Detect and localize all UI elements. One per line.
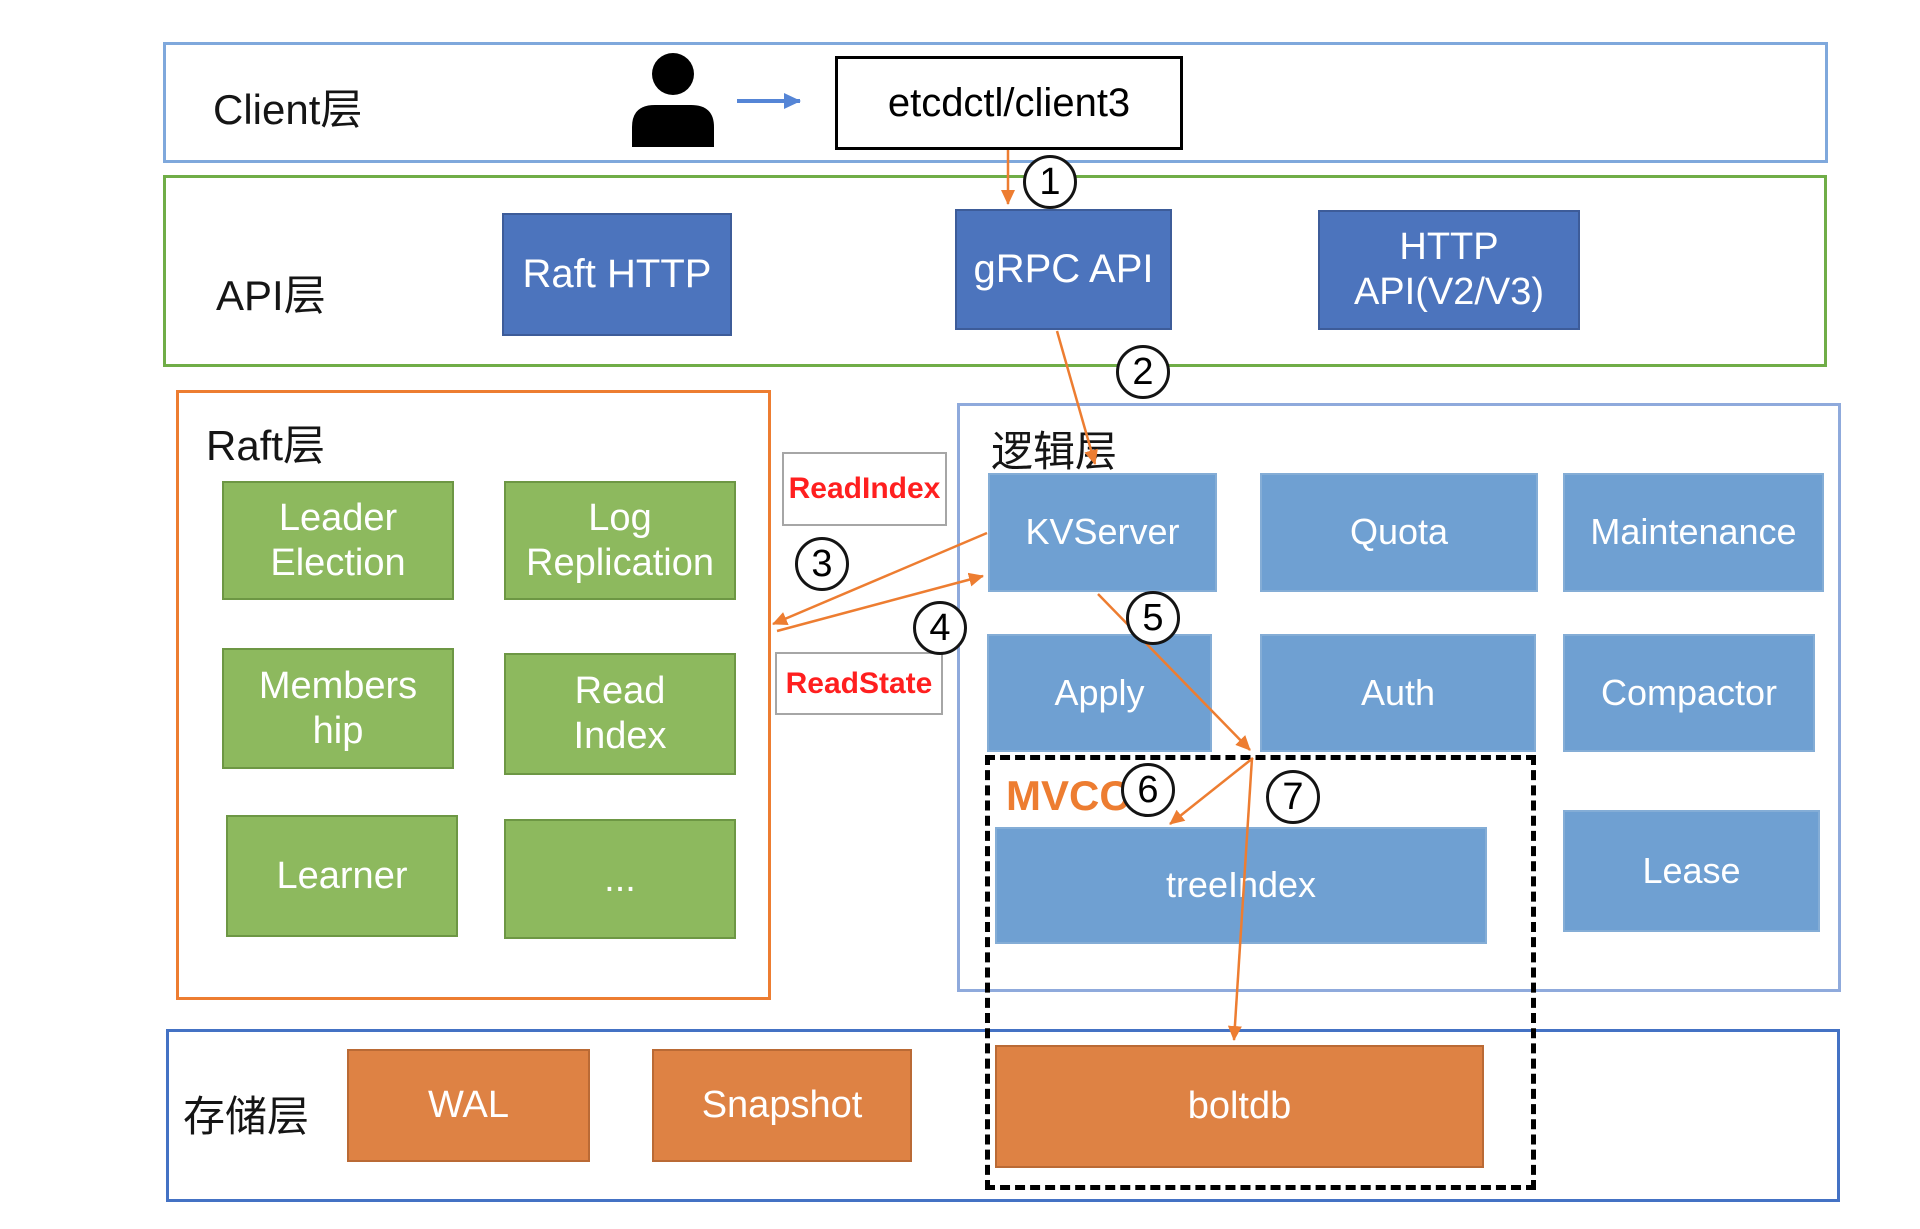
http-api-label-line2: API(V2/V3) [1353, 271, 1545, 313]
readstate-tag: ReadState [775, 652, 943, 715]
maintenance-box: Maintenance [1563, 473, 1824, 592]
compactor-box: Compactor [1563, 634, 1815, 752]
wal-box: WAL [347, 1049, 590, 1162]
leader-election-line2: Election [270, 541, 406, 584]
boltdb-label: boltdb [1187, 1085, 1292, 1128]
raft-layer-title: Raft层 [206, 422, 326, 469]
lease-label: Lease [1642, 849, 1741, 891]
log-replication-line2: Replication [526, 541, 714, 584]
kvserver-label: KVServer [1025, 511, 1180, 553]
step-circle-4: 4 [913, 601, 967, 655]
log-replication-box: Log Replication [504, 481, 736, 600]
step-circle-6: 6 [1121, 763, 1175, 817]
compactor-label: Compactor [1600, 671, 1778, 713]
log-replication-line1: Log [588, 496, 652, 539]
learner-label: Learner [276, 854, 408, 897]
http-api-box: HTTP API(V2/V3) [1318, 210, 1580, 330]
client-layer-title: Client层 [213, 86, 363, 133]
auth-label: Auth [1360, 671, 1436, 713]
api-layer-title: API层 [216, 272, 326, 319]
http-api-label-line1: HTTP [1399, 226, 1499, 269]
ellipsis-box: ... [504, 819, 736, 939]
membership-line1: Members [258, 664, 418, 707]
step-circle-1: 1 [1023, 155, 1077, 209]
step-circle-7: 7 [1266, 770, 1320, 824]
ellipsis-label: ... [604, 857, 636, 900]
apply-box: Apply [987, 634, 1212, 752]
maintenance-label: Maintenance [1590, 511, 1797, 553]
mvcc-title: MVCC [1006, 772, 1130, 819]
storage-layer-title: 存储层 [183, 1093, 310, 1140]
grpc-api-label: gRPC API [973, 246, 1154, 291]
membership-box: Members hip [222, 648, 454, 769]
grpc-api-box: gRPC API [955, 209, 1172, 330]
read-index-line1: Read [574, 670, 666, 713]
step-circle-5: 5 [1126, 591, 1180, 645]
read-index-line2: Index [573, 715, 667, 757]
step-circle-3: 3 [795, 537, 849, 591]
kvserver-box: KVServer [988, 473, 1217, 592]
raft-http-box: Raft HTTP [502, 213, 732, 336]
etcdctl-client3-box: etcdctl/client3 [835, 56, 1183, 150]
snapshot-box: Snapshot [652, 1049, 912, 1162]
snapshot-label: Snapshot [701, 1084, 863, 1127]
apply-label: Apply [1054, 671, 1145, 713]
lease-box: Lease [1563, 810, 1820, 932]
quota-box: Quota [1260, 473, 1538, 592]
quota-label: Quota [1349, 511, 1449, 553]
raft-http-label: Raft HTTP [522, 251, 712, 296]
membership-line2: hip [312, 709, 364, 752]
step-circle-2: 2 [1116, 345, 1170, 399]
mvcc-dashed-box [985, 755, 1536, 1190]
readindex-tag: ReadIndex [782, 452, 947, 526]
auth-box: Auth [1260, 634, 1536, 752]
learner-box: Learner [226, 815, 458, 937]
wal-label: WAL [428, 1084, 509, 1127]
leader-election-line1: Leader [278, 496, 398, 539]
user-icon [632, 53, 714, 147]
logic-layer-title: 逻辑层 [991, 428, 1118, 475]
leader-election-box: Leader Election [222, 481, 454, 600]
boltdb-box: boltdb [995, 1045, 1484, 1168]
read-index-box: Read Index [504, 653, 736, 775]
